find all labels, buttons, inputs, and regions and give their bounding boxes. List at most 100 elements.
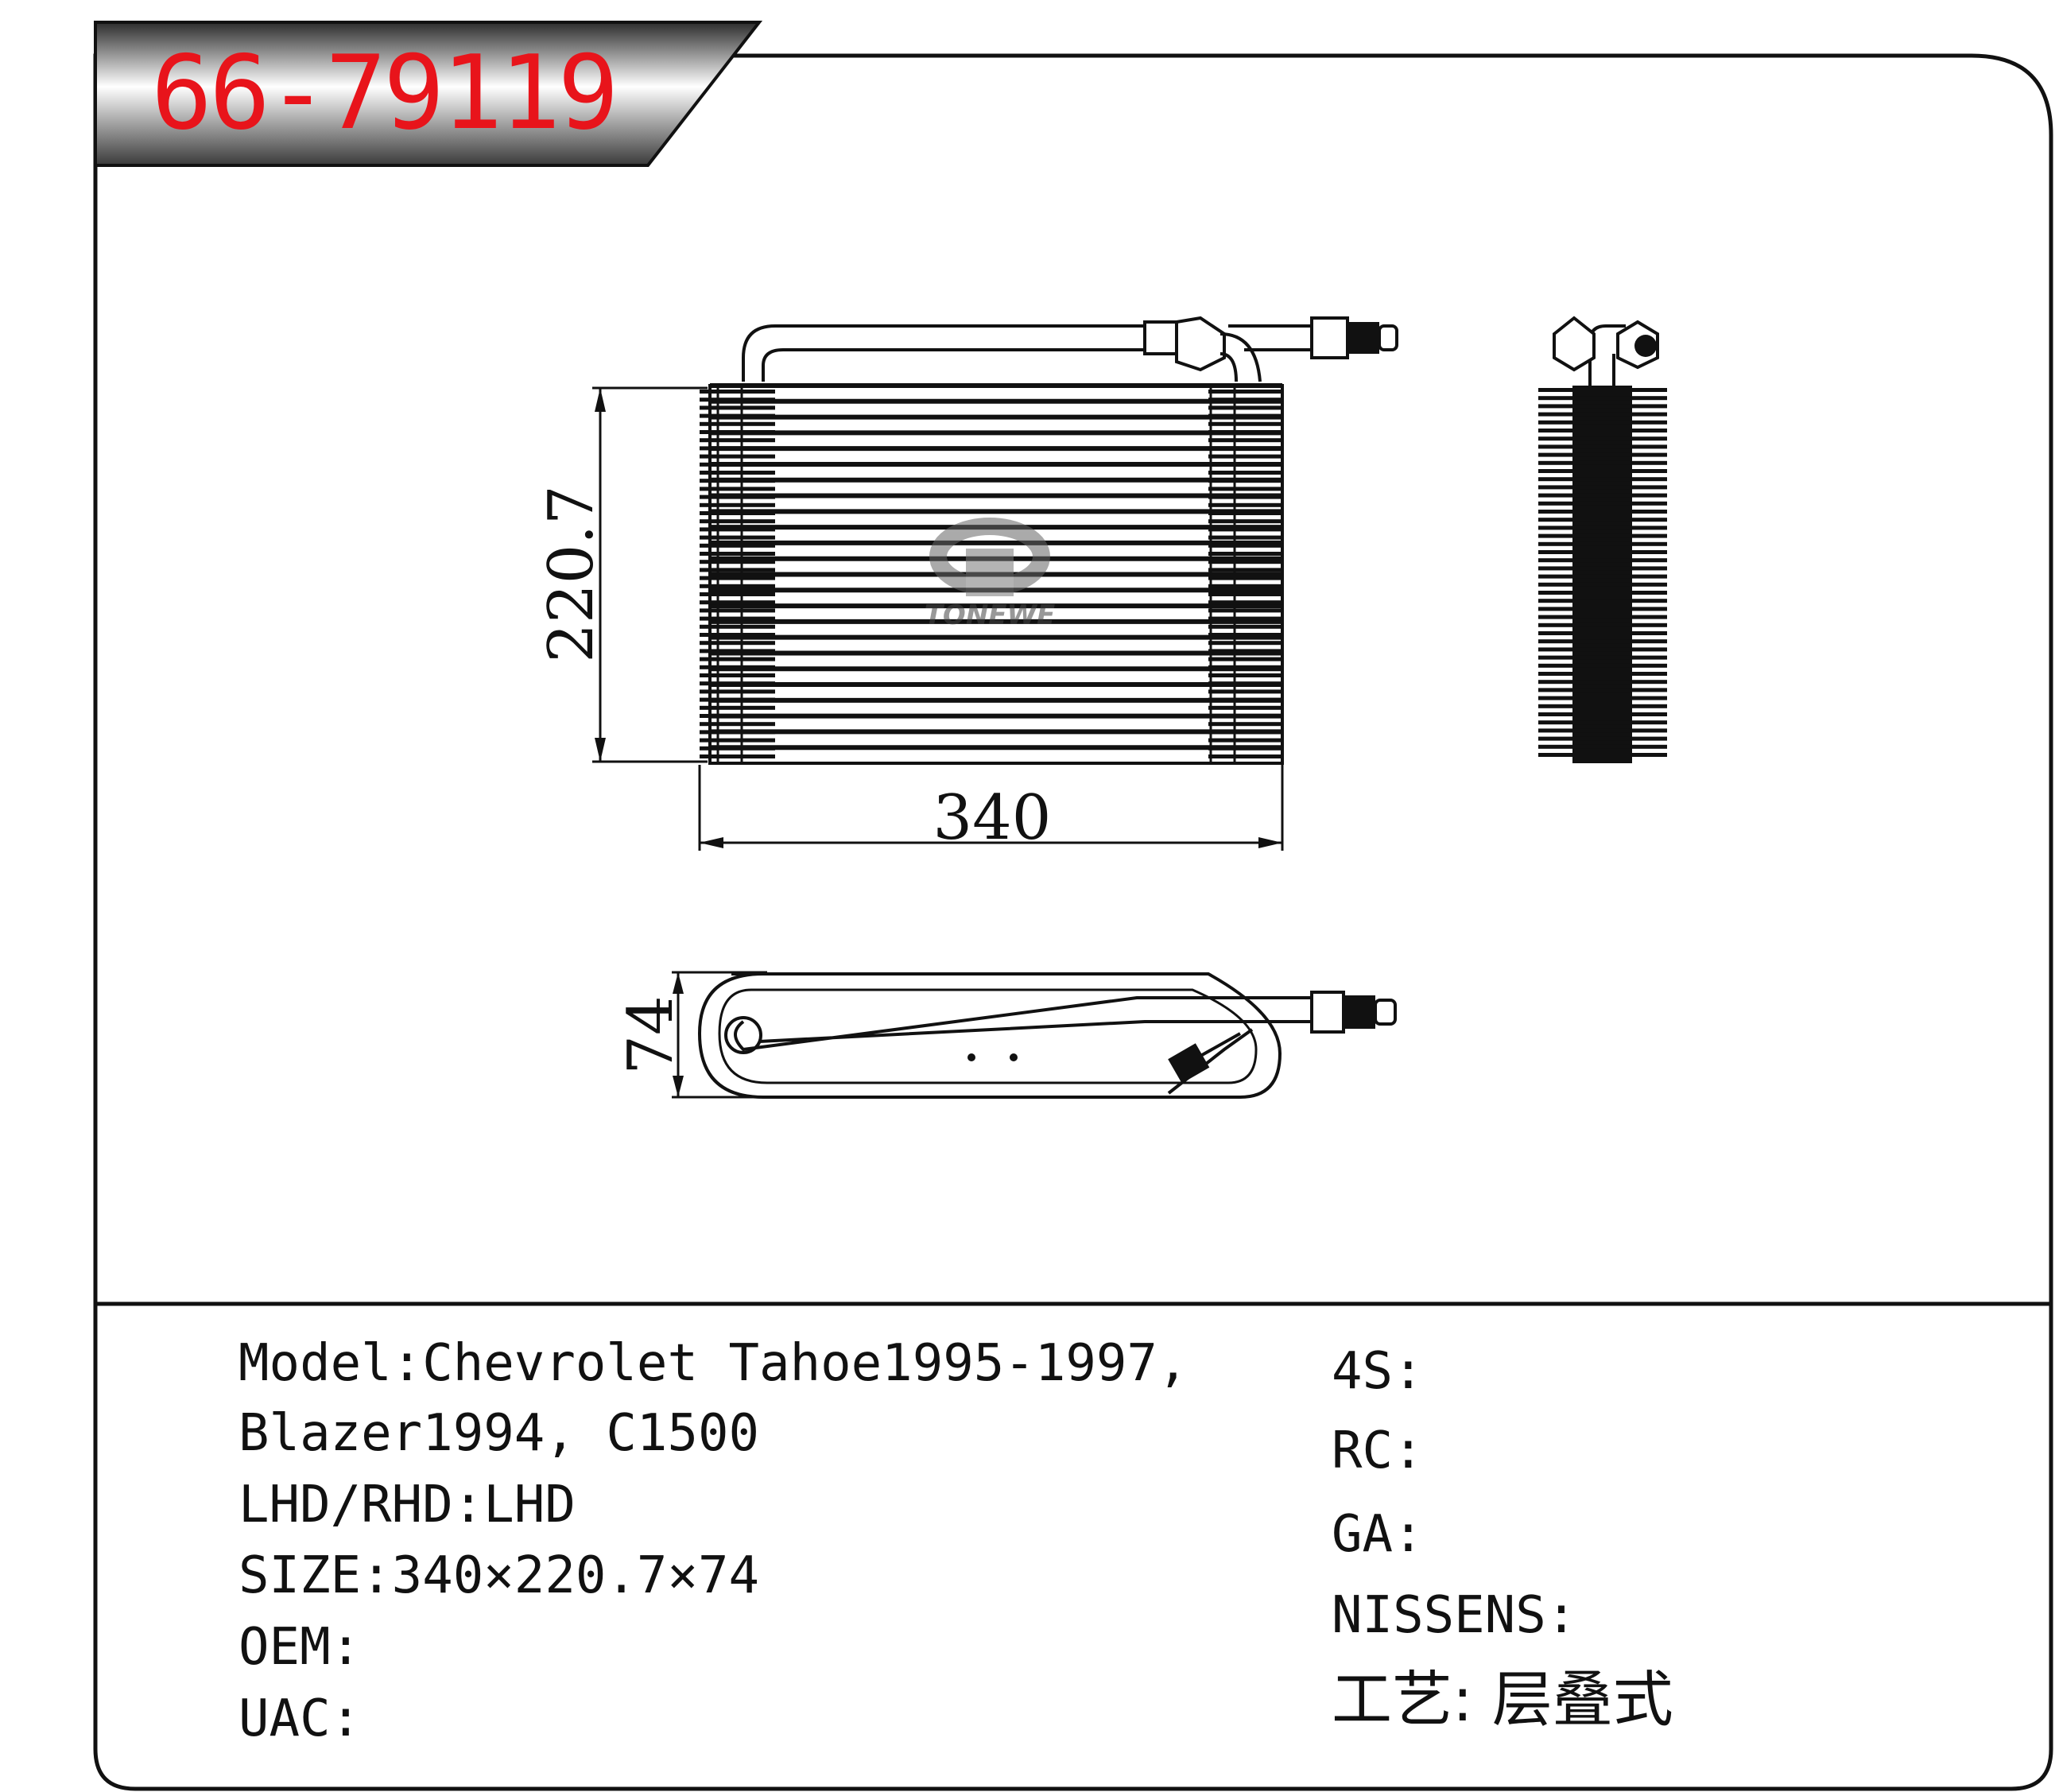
front-left-header-fin <box>700 502 775 507</box>
part-number-tag <box>94 21 763 167</box>
model-line-1: Model:Chevrolet Tahoe1995-1997, <box>238 1334 1188 1393</box>
front-left-header-fin <box>700 454 775 459</box>
side-fin-plate <box>1538 663 1667 668</box>
front-left-header-fin <box>700 405 775 410</box>
front-right-header-fin <box>1208 714 1282 718</box>
front-right-header-fin <box>1208 641 1282 646</box>
front-left-header-fin <box>700 511 775 515</box>
front-left-header-fin <box>700 430 775 434</box>
front-left-header-fin <box>700 673 775 677</box>
logo-text: TONEWE <box>925 599 1056 631</box>
side-fin-plate <box>1538 510 1667 514</box>
front-right-header-fin <box>1208 535 1282 540</box>
front-right-header-fin <box>1208 560 1282 564</box>
front-left-header-fin <box>700 657 775 661</box>
front-right-header-fin <box>1208 454 1282 459</box>
front-left-header-fin <box>700 398 775 402</box>
4s-line: 4S: <box>1332 1342 1424 1401</box>
front-top-pipe <box>742 324 1145 382</box>
front-left-header-fin <box>700 487 775 491</box>
front-left-header-fin <box>700 576 775 580</box>
side-fin-plate <box>1538 672 1667 676</box>
front-hex-nut <box>1175 316 1226 372</box>
top-outlet-thread <box>1344 995 1375 1029</box>
side-view <box>1538 316 1667 763</box>
front-right-header-fin <box>1208 421 1282 426</box>
front-right-header-fin <box>1208 552 1282 556</box>
front-right-header-fin <box>1208 576 1282 580</box>
front-right-header-fin <box>1208 616 1282 621</box>
front-right-header-fin <box>1208 495 1282 499</box>
front-outlet-fitting <box>1310 316 1349 359</box>
top-view: 74 <box>615 971 1397 1099</box>
front-left-header-fin <box>700 616 775 621</box>
front-right-header-fin <box>1208 502 1282 507</box>
logo-watermark: TONEWE <box>925 518 1056 631</box>
side-fin-plate <box>1538 599 1667 603</box>
side-fin-plate <box>1538 485 1667 490</box>
front-right-header-fin <box>1208 479 1282 483</box>
front-left-header-fin <box>700 730 775 735</box>
width-dim-label: 340 <box>933 782 1052 854</box>
front-right-header-fin <box>1208 527 1282 532</box>
front-left-header-fin <box>700 705 775 710</box>
front-left-header-fin <box>700 754 775 758</box>
lhd-rhd-line: LHD/RHD:LHD <box>238 1476 576 1534</box>
top-view-pipe <box>734 996 1320 1052</box>
front-left-header-fin <box>700 624 775 629</box>
front-right-header-fin <box>1208 754 1282 758</box>
side-fin-plate <box>1538 444 1667 449</box>
front-left-header-fin <box>700 535 775 540</box>
front-right-header-fin <box>1208 487 1282 491</box>
front-right-header-fin <box>1208 689 1282 694</box>
front-left-header-fin <box>700 697 775 702</box>
side-fin-plate <box>1538 412 1667 417</box>
depth-dim-label: 74 <box>615 995 687 1074</box>
uac-line: UAC: <box>238 1689 362 1748</box>
front-left-header-fin <box>700 527 775 532</box>
top-view-hole-1 <box>967 1053 975 1061</box>
side-fin-plate <box>1538 744 1667 749</box>
side-fin-plate <box>1538 477 1667 482</box>
front-right-header-fin <box>1208 722 1282 727</box>
side-fin-plate <box>1538 404 1667 409</box>
front-view: TONEWE 220.7 340 <box>536 316 1398 854</box>
front-right-header-fin <box>1208 600 1282 605</box>
top-view-pipe-end <box>724 1016 762 1054</box>
part-number: 66-79119 <box>151 34 618 153</box>
side-fin-plate <box>1538 574 1667 579</box>
front-left-header-fin <box>700 722 775 727</box>
front-right-header-fin <box>1208 543 1282 548</box>
height-dim-label: 220.7 <box>536 485 607 662</box>
side-fin-plate <box>1538 582 1667 587</box>
front-left-header-fin <box>700 519 775 524</box>
side-fin-plate <box>1538 607 1667 611</box>
side-fin-plate <box>1538 558 1667 563</box>
front-left-header-fin <box>700 560 775 564</box>
side-fin-plate <box>1538 615 1667 619</box>
side-fin-plate <box>1538 655 1667 660</box>
side-fin-plate <box>1538 469 1667 473</box>
side-fin-plate <box>1538 388 1667 392</box>
front-right-header-fin <box>1208 413 1282 418</box>
front-right-header-fin <box>1208 608 1282 613</box>
side-fin-plate <box>1538 493 1667 498</box>
front-left-header-fin <box>700 390 775 394</box>
side-fin-plate <box>1538 631 1667 635</box>
side-outlet-cap <box>1634 335 1657 357</box>
side-fin-plate <box>1538 623 1667 627</box>
front-left-header-fin <box>700 641 775 646</box>
front-right-header-fin <box>1208 390 1282 394</box>
front-left-header-fin <box>700 462 775 467</box>
front-right-header-fin <box>1208 697 1282 702</box>
depth-dim-arrow-top <box>673 972 684 994</box>
front-right-header-fin <box>1208 584 1282 588</box>
model-line-2: Blazer1994, C1500 <box>238 1404 760 1463</box>
front-right-header-fin <box>1208 649 1282 654</box>
side-fin-plate <box>1538 550 1667 554</box>
side-fin-plate <box>1538 526 1667 530</box>
side-fin-plate <box>1538 436 1667 441</box>
front-left-header-fin <box>700 600 775 605</box>
height-dim-arrow-bottom <box>595 738 606 762</box>
